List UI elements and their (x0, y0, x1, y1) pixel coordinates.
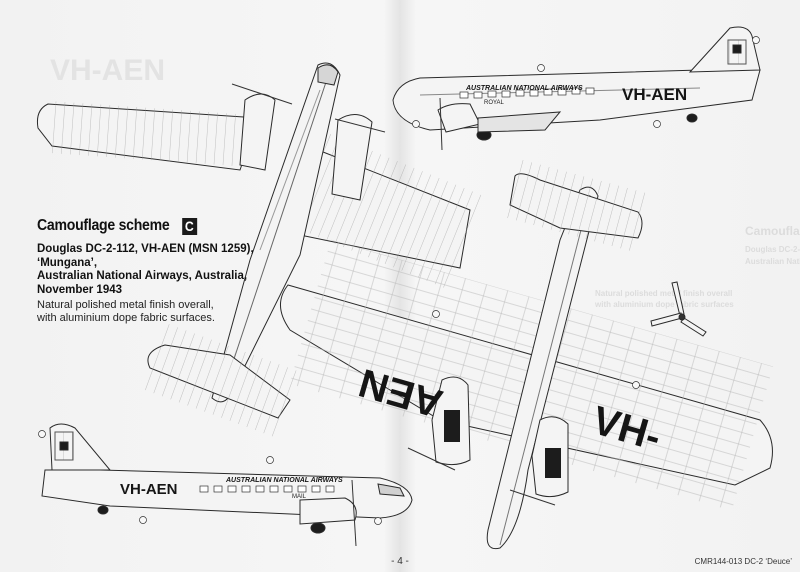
right-profile-registration: VH-AEN (622, 85, 687, 104)
scheme-line: Australian National Airways, Australia, (37, 270, 248, 282)
left-profile-registration: VH-AEN (120, 481, 178, 498)
propeller-detail (650, 281, 707, 337)
scheme-note-line: with aluminium dope fabric surfaces. (37, 312, 215, 324)
right-profile-fin (688, 26, 761, 73)
svg-text:Douglas DC-2-112, V: Douglas DC-2-112, V (745, 245, 800, 254)
page-number: - 4 - (391, 556, 409, 567)
left-profile-engine (299, 497, 357, 525)
scheme-line: Douglas DC-2-112, VH-AEN (MSN 1259), (37, 243, 254, 255)
svg-text:Camouflage sche: Camouflage sche (745, 224, 800, 238)
scheme-line: ‘Mungana’, (37, 256, 98, 269)
scheme-title-text: Camouflage scheme (37, 217, 170, 234)
plan-view-lower (280, 159, 774, 550)
plan-view-upper (37, 62, 483, 437)
upper-right-engine (331, 114, 373, 201)
callout-markers (38, 36, 760, 525)
right-profile-royal: ROYAL (484, 100, 505, 106)
scheme-line: November 1943 (37, 283, 123, 296)
scheme-title: Camouflage scheme C (37, 217, 266, 235)
right-profile-airline: AUSTRALIAN NATIONAL AIRWAYS (465, 85, 583, 92)
scheme-description: Douglas DC-2-112, VH-AEN (MSN 1259), ‘Mu… (37, 243, 297, 297)
scheme-caption: Camouflage scheme C Douglas DC-2-112, VH… (37, 217, 297, 325)
svg-text:Natural polished metal finish: Natural polished metal finish overall (595, 289, 732, 298)
bleed-through-ghost: Camouflage sche Douglas DC-2-112, V Aust… (50, 54, 800, 309)
scheme-note-line: Natural polished metal finish overall, (37, 299, 214, 311)
right-profile-fuselage (392, 69, 761, 131)
scheme-letter-badge: C (181, 217, 197, 235)
left-profile-airline: AUSTRALIAN NATIONAL AIRWAYS (225, 477, 343, 484)
svg-text:with aluminium dope fabric sur: with aluminium dope fabric surfaces (594, 300, 734, 309)
svg-text:VH-AEN: VH-AEN (50, 54, 165, 87)
product-code: CMR144-013 DC-2 ‘Deuce’ (694, 557, 792, 566)
side-view-right (392, 26, 761, 151)
left-profile-mail: MAIL (292, 494, 307, 500)
scheme-finish-note: Natural polished metal finish overall, w… (37, 299, 297, 325)
side-view-left (41, 423, 413, 547)
svg-text:Australian National: Australian National (745, 257, 800, 266)
upper-left-engine (239, 93, 276, 171)
